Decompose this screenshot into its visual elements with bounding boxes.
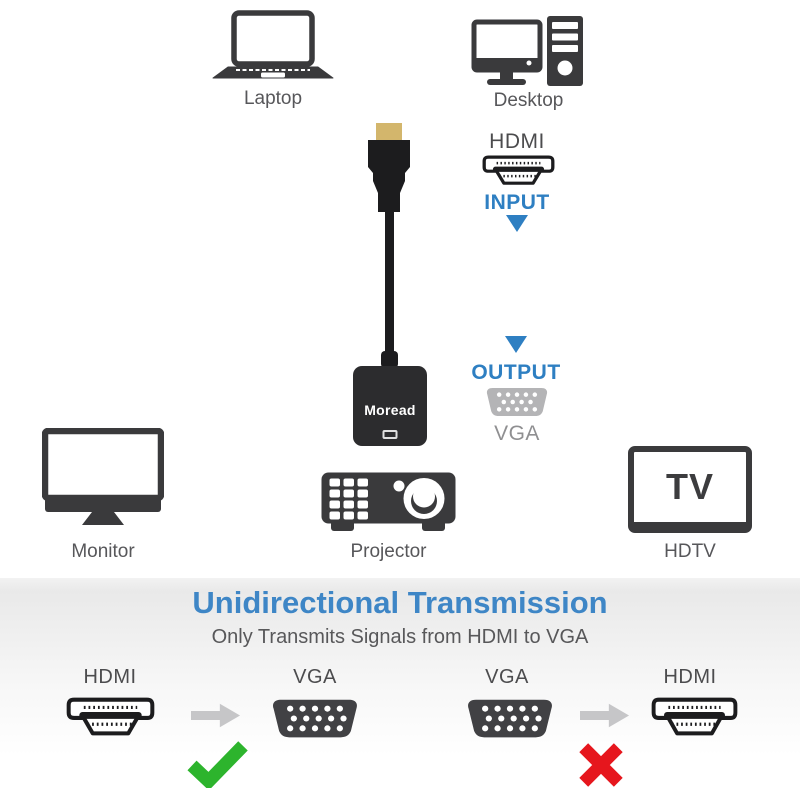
transmission-subtitle: Only Transmits Signals from HDMI to VGA: [211, 626, 589, 648]
cross-icon: [579, 743, 623, 787]
vga-port-icon: [486, 388, 548, 416]
adapter-cable: [385, 210, 394, 354]
output-arrow-icon: [505, 336, 527, 353]
projector-icon: [321, 472, 456, 531]
tv-screen-text: TV: [665, 466, 714, 507]
desktop-icon: [471, 16, 583, 86]
hdmi-plug-icon: [368, 123, 410, 212]
vga-output-label: VGA: [494, 422, 540, 445]
hdmi-source-icon: [66, 697, 155, 736]
desktop-label: Desktop: [493, 90, 564, 111]
vga-source-icon: [468, 699, 552, 738]
hdtv-label: HDTV: [664, 541, 716, 562]
input-label: INPUT: [484, 191, 550, 214]
flow-arrow-icon: [191, 703, 241, 728]
adapter-brand: Moread: [364, 402, 416, 418]
vga-target-icon: [273, 699, 357, 738]
hdmi-target-icon: [651, 697, 738, 736]
adapter-body: Moread: [353, 366, 427, 446]
check-icon: [187, 741, 248, 788]
monitor-icon: [42, 428, 164, 525]
hdmi-source-label: HDMI: [83, 666, 137, 688]
hdmi-port-icon: [482, 155, 555, 185]
laptop-label: Laptop: [243, 88, 303, 109]
vga-target-label: VGA: [293, 666, 337, 688]
cable-strain-relief: [381, 351, 398, 368]
projector-label: Projector: [350, 541, 427, 562]
hdmi-input-label: HDMI: [489, 130, 545, 153]
transmission-section: Unidirectional Transmission Only Transmi…: [0, 578, 800, 800]
hdmi-target-label: HDMI: [663, 666, 717, 688]
laptop-icon: [212, 10, 334, 79]
transmission-title: Unidirectional Transmission: [192, 585, 608, 620]
adapter-vga-port: [382, 430, 398, 439]
flow-arrow-icon: [580, 703, 630, 728]
monitor-label: Monitor: [71, 541, 135, 562]
vga-source-label: VGA: [485, 666, 529, 688]
output-label: OUTPUT: [471, 361, 561, 384]
input-arrow-icon: [506, 215, 528, 232]
tv-icon: TV: [628, 446, 752, 533]
